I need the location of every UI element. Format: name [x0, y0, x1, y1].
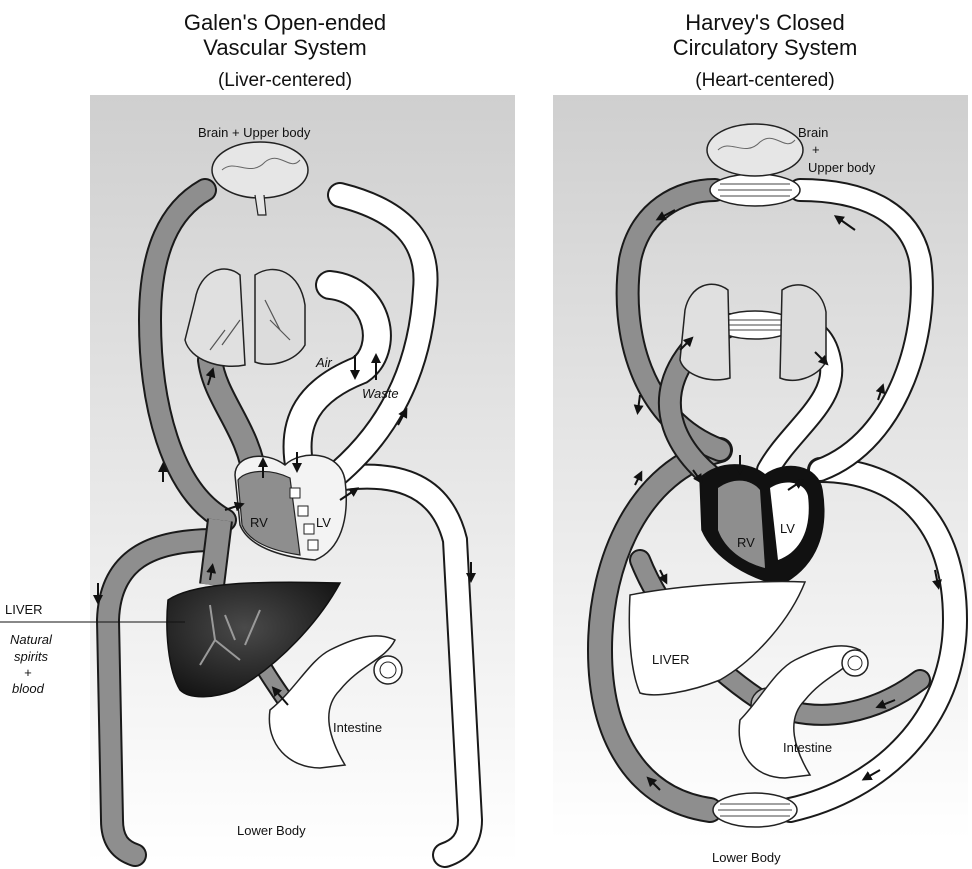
harvey-label-lv: LV: [780, 521, 795, 536]
galen-label-air: Air: [315, 355, 333, 370]
galen-label-lv: LV: [316, 515, 331, 530]
harvey-label-rv: RV: [737, 535, 755, 550]
galen-label-brain: Brain + Upper body: [198, 125, 311, 140]
harvey-diagram: Brain + Upper body RV LV LIVER Intestine…: [553, 95, 968, 865]
galen-label-plus: +: [24, 665, 32, 680]
galen-label-spirits: spirits: [14, 649, 48, 664]
galen-label-rv: RV: [250, 515, 268, 530]
harvey-label-intestine: Intestine: [783, 740, 832, 755]
harvey-label-plus: +: [812, 142, 820, 157]
galen-label-lower-body: Lower Body: [237, 823, 306, 838]
galen-label-waste: Waste: [362, 386, 399, 401]
harvey-label-brain: Brain: [798, 125, 828, 140]
galen-label-natural: Natural: [10, 632, 53, 647]
harvey-brain: [707, 124, 803, 176]
harvey-label-lower-body: Lower Body: [712, 850, 781, 865]
galen-label-liver: LIVER: [5, 602, 43, 617]
galen-label-intestine: Intestine: [333, 720, 382, 735]
harvey-label-liver: LIVER: [652, 652, 690, 667]
galen-diagram: Brain + Upper body Air Waste RV LV LIVER…: [0, 95, 515, 863]
harvey-label-upper-body: Upper body: [808, 160, 876, 175]
galen-label-blood: blood: [12, 681, 45, 696]
